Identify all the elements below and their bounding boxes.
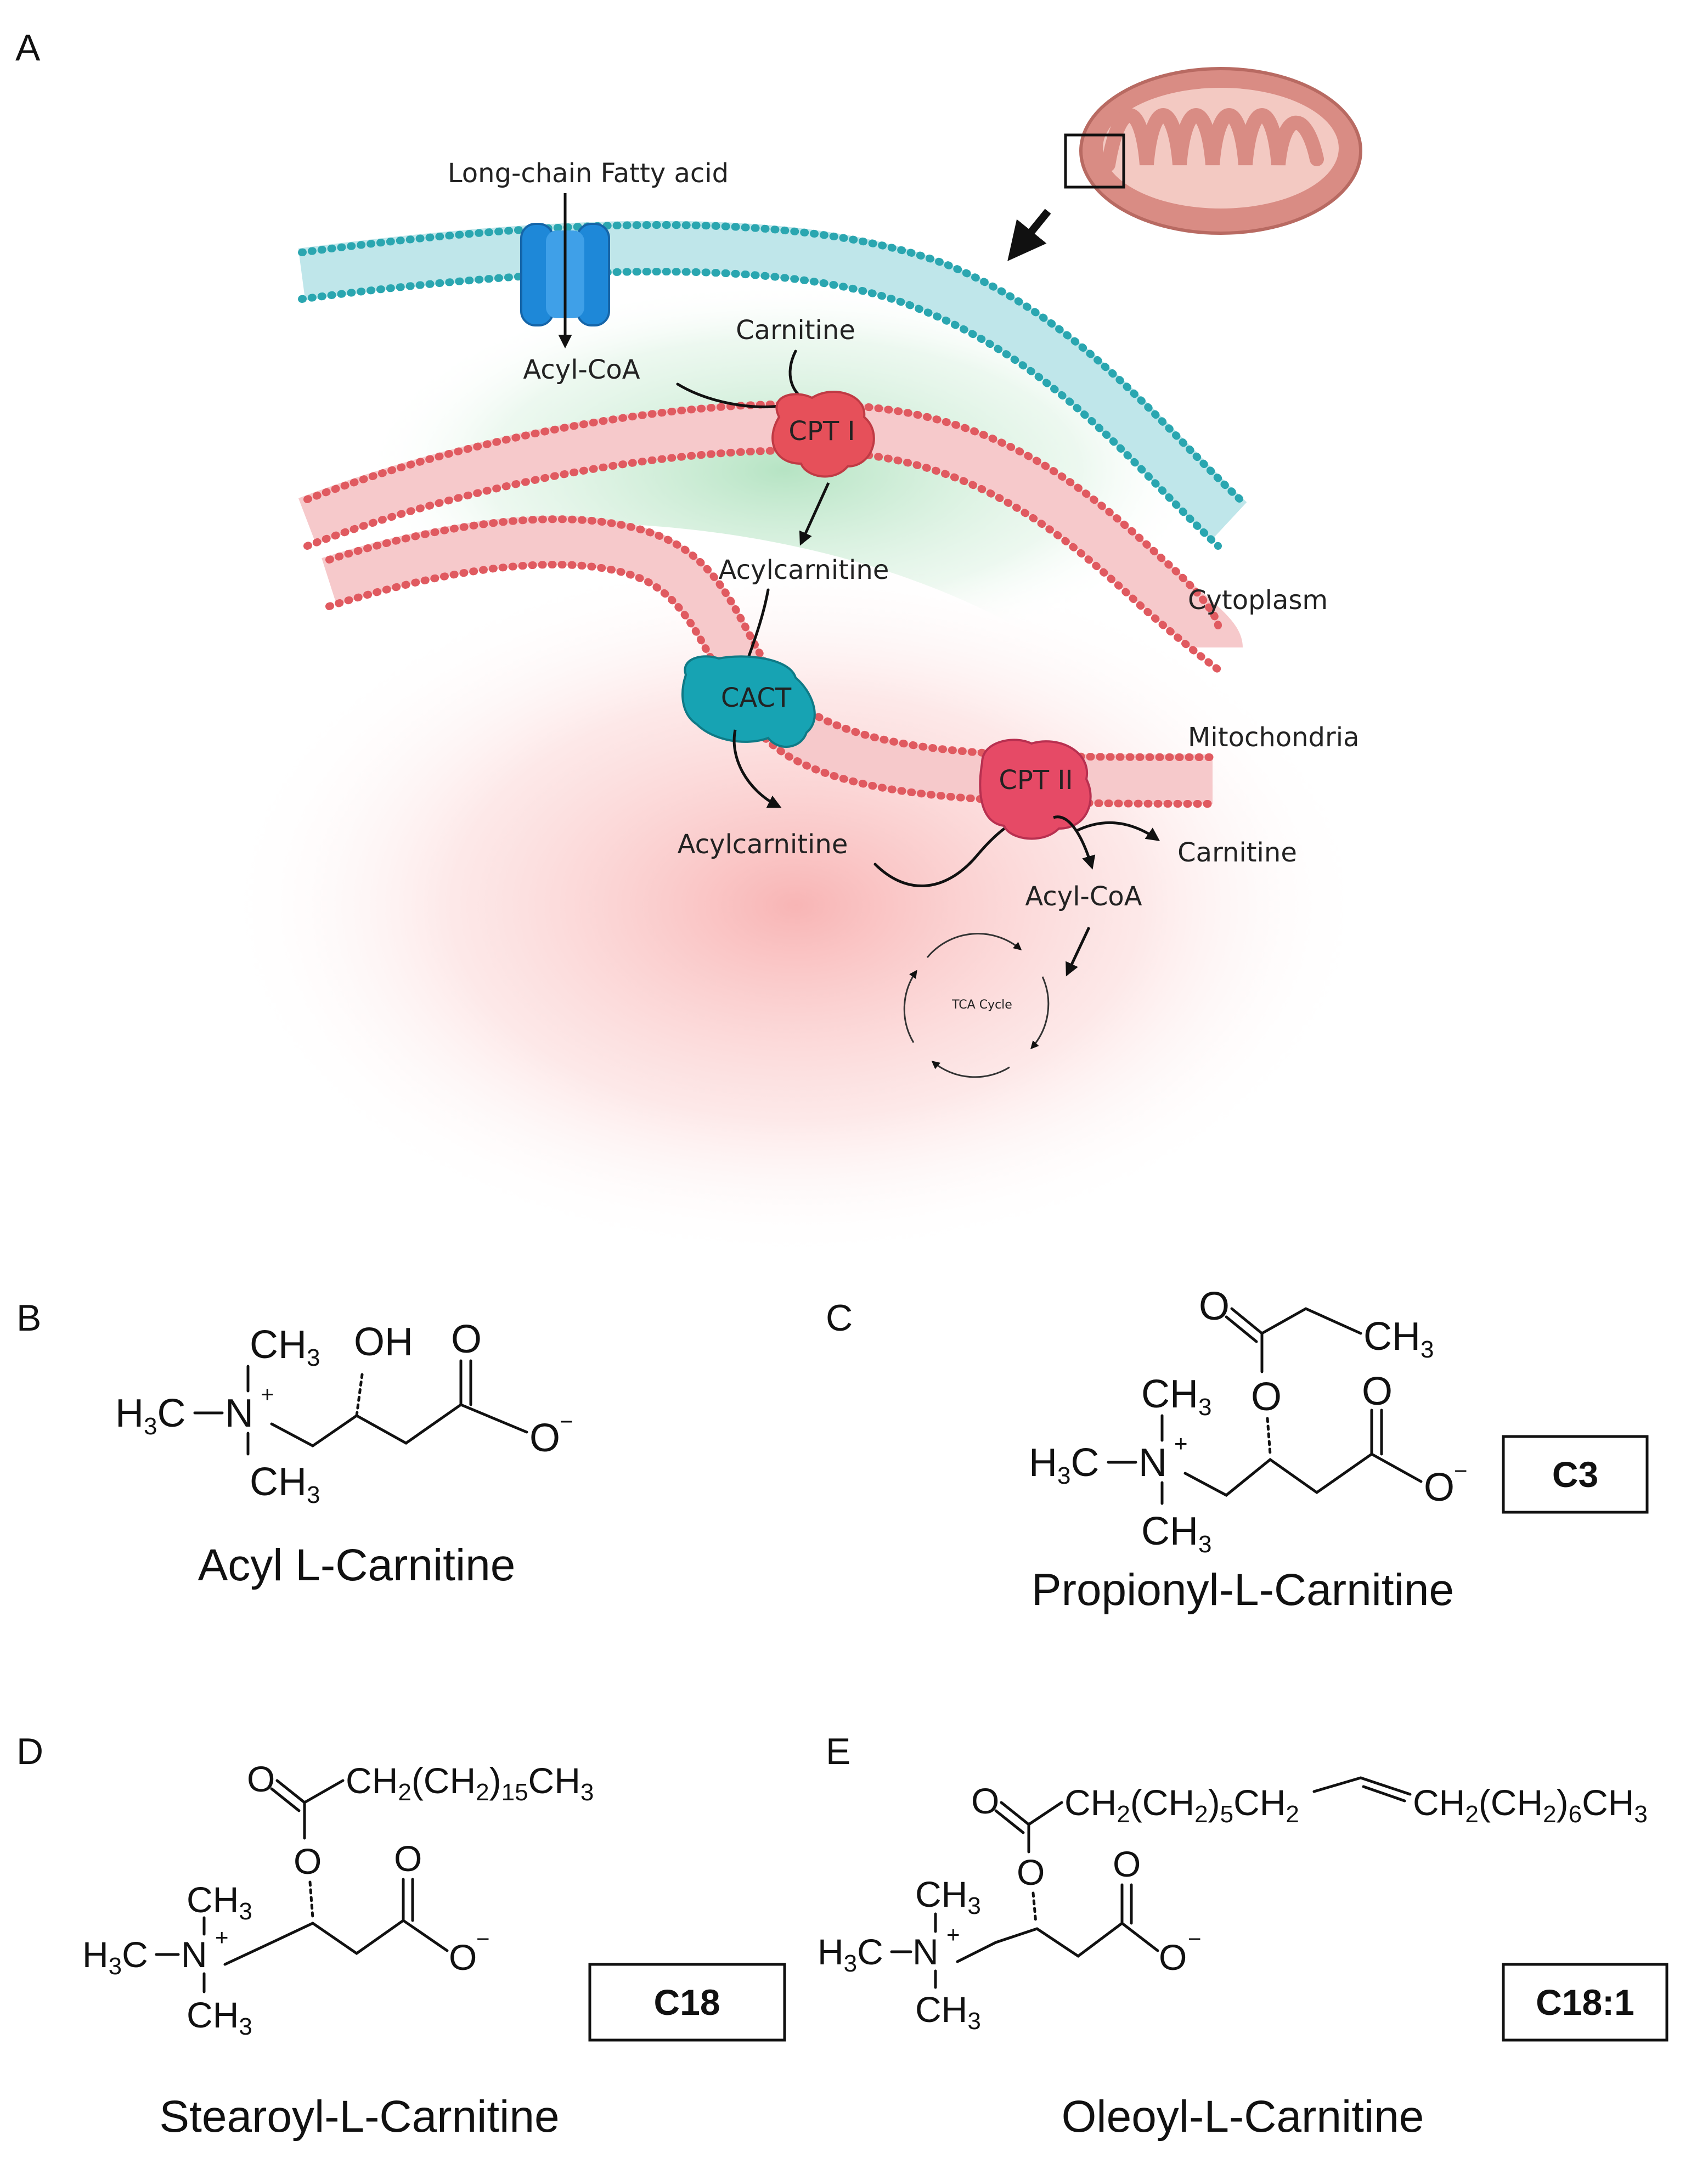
svg-text:H3C: H3C bbox=[818, 1931, 883, 1977]
label-cpt2: CPT II bbox=[999, 765, 1073, 796]
d-o-minus: O bbox=[449, 1937, 477, 1978]
name-oleoyl-l-carnitine: Oleoyl-L-Carnitine bbox=[1062, 2092, 1424, 2142]
label-cact: CACT bbox=[721, 683, 792, 713]
molecule-acyl-l-carnitine: CH3 H3C N + CH3 OH O O − bbox=[115, 1317, 573, 1508]
arrow-cact-to-acylcarnitine bbox=[732, 729, 782, 808]
code-box-c18-1 bbox=[1502, 1963, 1668, 2042]
label-cytoplasm: Cytoplasm bbox=[1188, 585, 1328, 616]
label-acylcarnitine-2: Acylcarnitine bbox=[678, 829, 848, 860]
svg-text:CH3: CH3 bbox=[250, 1323, 320, 1371]
e-o-minus: O bbox=[1159, 1937, 1187, 1978]
svg-text:CH2(CH2)5CH2: CH2(CH2)5CH2 bbox=[1064, 1782, 1299, 1828]
d-o-top: O bbox=[394, 1838, 422, 1879]
label-fatty-acid: Long-chain Fatty acid bbox=[448, 158, 729, 189]
c-o-carbonyl: O bbox=[1199, 1285, 1230, 1328]
label-acylcarnitine-1: Acylcarnitine bbox=[719, 555, 889, 585]
zoom-arrow bbox=[1007, 209, 1051, 261]
code-box-c3 bbox=[1502, 1435, 1649, 1514]
svg-text:CH3: CH3 bbox=[1141, 1372, 1211, 1421]
tca-cycle bbox=[903, 933, 1050, 1078]
c-o-minus: O bbox=[1424, 1466, 1455, 1509]
svg-text:N: N bbox=[1138, 1441, 1167, 1485]
panel-letter-c: C bbox=[826, 1297, 853, 1339]
svg-text:+: + bbox=[261, 1381, 274, 1407]
svg-text:−: − bbox=[1454, 1458, 1468, 1484]
name-stearoyl-l-carnitine: Stearoyl-L-Carnitine bbox=[159, 2092, 559, 2142]
svg-text:CH3: CH3 bbox=[1141, 1509, 1211, 1558]
svg-text:+: + bbox=[1174, 1430, 1188, 1456]
code-c18: C18 bbox=[653, 1982, 720, 2023]
svg-text:CH3: CH3 bbox=[250, 1460, 320, 1508]
intermembrane-glow bbox=[362, 281, 1207, 658]
svg-text:+: + bbox=[215, 1924, 229, 1950]
outer-membrane bbox=[298, 221, 1247, 550]
name-propionyl-l-carnitine: Propionyl-L-Carnitine bbox=[1031, 1565, 1454, 1615]
label-acyl-coa-top: Acyl-CoA bbox=[523, 354, 640, 385]
label-mitochondria: Mitochondria bbox=[1188, 722, 1360, 753]
panel-letter-d: D bbox=[16, 1731, 43, 1772]
molecule-stearoyl-l-carnitine: O CH2(CH2)15CH3 O CH3 H3C N + CH3 O O − bbox=[82, 1759, 594, 2040]
svg-text:CH3: CH3 bbox=[915, 1989, 981, 2035]
svg-text:N: N bbox=[181, 1934, 207, 1975]
label-cpt1: CPT I bbox=[788, 416, 855, 447]
panel-letter-e: E bbox=[826, 1731, 850, 1772]
label-acyl-coa-bottom: Acyl-CoA bbox=[1025, 881, 1142, 912]
cact-transporter bbox=[681, 655, 816, 748]
svg-text:H3C: H3C bbox=[82, 1934, 148, 1980]
e-o-top: O bbox=[1113, 1844, 1141, 1884]
panel-letter-a: A bbox=[15, 27, 41, 69]
b-o-minus: O bbox=[529, 1416, 560, 1460]
svg-text:CH2(CH2)15CH3: CH2(CH2)15CH3 bbox=[346, 1760, 594, 1806]
svg-text:N: N bbox=[912, 1931, 939, 1972]
molecule-propionyl-l-carnitine: O CH3 O CH3 H3C N + CH3 O O − bbox=[1029, 1285, 1468, 1558]
c-ester-o: O bbox=[1251, 1375, 1282, 1419]
molecule-oleoyl-l-carnitine: O CH2(CH2)5CH2 CH2(CH2)6CH3 O CH3 H3C N … bbox=[818, 1776, 1648, 2035]
cpt2-enzyme bbox=[979, 739, 1092, 840]
svg-text:+: + bbox=[946, 1922, 960, 1947]
svg-text:H3C: H3C bbox=[115, 1392, 185, 1440]
name-acyl-l-carnitine: Acyl L-Carnitine bbox=[198, 1540, 516, 1590]
svg-text:CH3: CH3 bbox=[187, 1879, 252, 1925]
c-o-top: O bbox=[1362, 1370, 1393, 1413]
code-c18-1: C18:1 bbox=[1536, 1982, 1634, 2023]
arrow-acyl-coa-to-tca bbox=[1066, 926, 1091, 977]
cpt1-enzyme bbox=[771, 390, 875, 478]
b-o-top: O bbox=[451, 1317, 482, 1361]
svg-text:CH2(CH2)6CH3: CH2(CH2)6CH3 bbox=[1413, 1782, 1648, 1828]
label-carnitine-top: Carnitine bbox=[736, 315, 855, 346]
arrow-cpt1-to-acylcarnitine bbox=[799, 482, 830, 546]
svg-text:CH3: CH3 bbox=[187, 1995, 252, 2040]
svg-text:−: − bbox=[1188, 1926, 1202, 1952]
code-c3: C3 bbox=[1552, 1454, 1598, 1495]
matrix-glow bbox=[219, 549, 1372, 1262]
mitochondrion-icon bbox=[1064, 67, 1362, 235]
e-o-carbonyl: O bbox=[971, 1781, 999, 1821]
svg-text:CH3: CH3 bbox=[1363, 1315, 1434, 1363]
svg-text:−: − bbox=[476, 1926, 490, 1952]
d-o-carbonyl: O bbox=[247, 1759, 275, 1799]
code-box-c18 bbox=[588, 1963, 786, 2042]
b-oh: OH bbox=[354, 1320, 413, 1364]
d-ester-o: O bbox=[294, 1841, 322, 1882]
svg-text:H3C: H3C bbox=[1029, 1441, 1099, 1489]
arrow-cpt2-to-carnitine bbox=[1074, 821, 1160, 841]
label-carnitine-bottom: Carnitine bbox=[1177, 837, 1297, 868]
panel-letter-b: B bbox=[16, 1297, 41, 1339]
e-ester-o: O bbox=[1017, 1852, 1045, 1892]
label-tca-cycle: TCA Cycle bbox=[951, 998, 1012, 1012]
inner-membrane-upper bbox=[298, 400, 1243, 673]
svg-text:−: − bbox=[560, 1409, 573, 1434]
svg-text:N: N bbox=[225, 1392, 253, 1435]
svg-text:CH3: CH3 bbox=[915, 1874, 981, 1919]
